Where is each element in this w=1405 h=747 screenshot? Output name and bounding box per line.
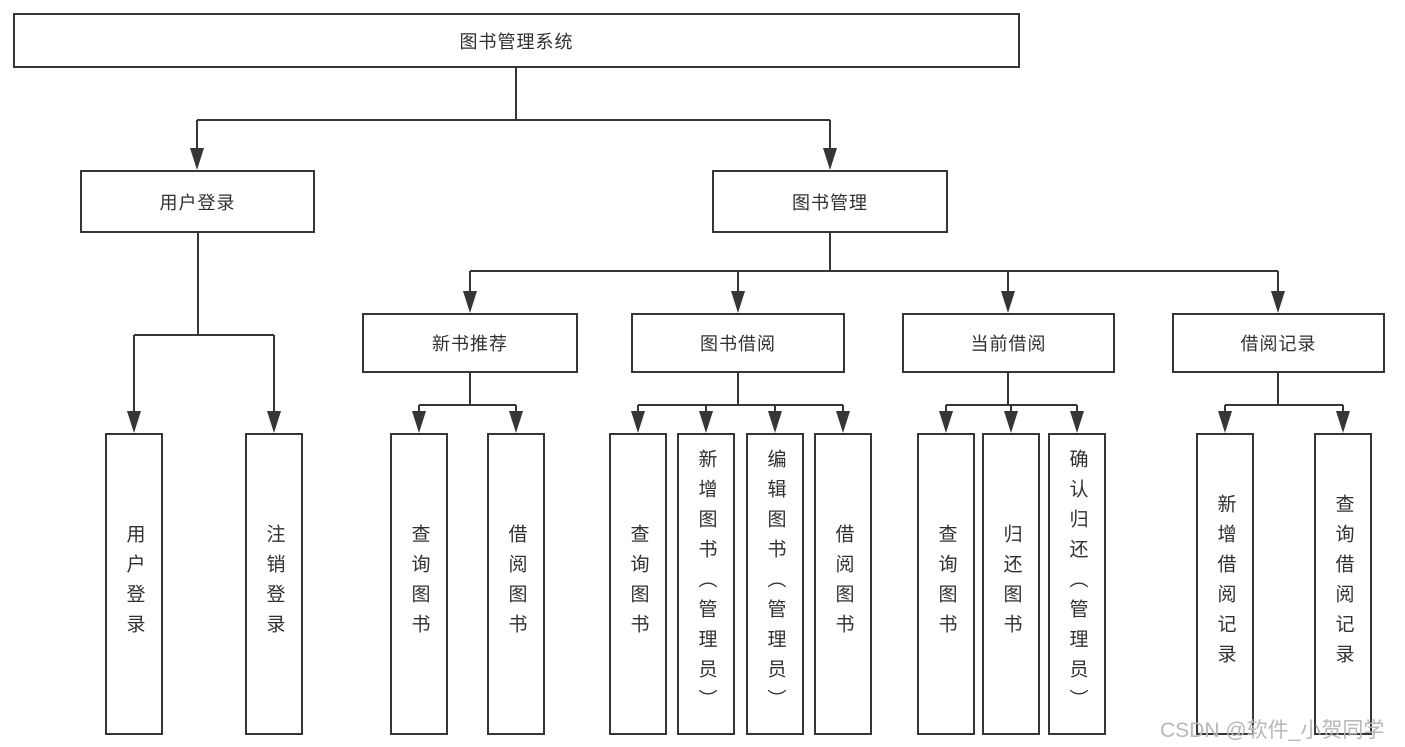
watermark: CSDN @软件_小贺同学	[1160, 719, 1385, 742]
leaf-confirm-return-admin-label: 确认归还（管理员）	[1066, 449, 1088, 719]
leaf-query-books-recommend: 查询图书	[390, 433, 448, 735]
node-book-management-label: 图书管理	[792, 192, 868, 213]
leaf-query-books-current-label: 查询图书	[935, 524, 957, 644]
leaf-query-books-borrowing: 查询图书	[609, 433, 667, 735]
leaf-edit-book-admin-label: 编辑图书（管理员）	[764, 449, 786, 719]
node-new-book-recommend: 新书推荐	[362, 313, 578, 373]
leaf-borrow-books-recommend: 借阅图书	[487, 433, 545, 735]
leaf-borrow-books-borrowing: 借阅图书	[814, 433, 872, 735]
node-borrowing-records: 借阅记录	[1172, 313, 1385, 373]
node-new-book-recommend-label: 新书推荐	[432, 334, 508, 354]
node-current-borrowing-label: 当前借阅	[970, 334, 1047, 354]
leaf-user-login: 用户登录	[105, 433, 163, 735]
leaf-borrow-books-recommend-label: 借阅图书	[505, 524, 527, 644]
leaf-return-books-label: 归还图书	[1000, 524, 1022, 644]
node-library-system: 图书管理系统	[13, 13, 1020, 68]
leaf-user-login-label: 用户登录	[123, 524, 145, 644]
leaf-query-borrow-record: 查询借阅记录	[1314, 433, 1372, 735]
node-book-management: 图书管理	[712, 170, 948, 233]
leaf-edit-book-admin: 编辑图书（管理员）	[746, 433, 804, 735]
leaf-add-book-admin: 新增图书（管理员）	[677, 433, 735, 735]
leaf-query-books-recommend-label: 查询图书	[408, 524, 430, 644]
leaf-logout-label: 注销登录	[263, 524, 285, 644]
node-user-login: 用户登录	[80, 170, 315, 233]
leaf-borrow-books-borrowing-label: 借阅图书	[832, 524, 854, 644]
node-borrowing-records-label: 借阅记录	[1240, 334, 1317, 354]
leaf-query-borrow-record-label: 查询借阅记录	[1332, 494, 1354, 674]
node-current-borrowing: 当前借阅	[902, 313, 1115, 373]
node-user-login-label: 用户登录	[159, 192, 236, 213]
leaf-return-books: 归还图书	[982, 433, 1040, 735]
leaf-add-borrow-record: 新增借阅记录	[1196, 433, 1254, 735]
leaf-add-borrow-record-label: 新增借阅记录	[1214, 494, 1236, 674]
node-book-borrowing: 图书借阅	[631, 313, 845, 373]
leaf-add-book-admin-label: 新增图书（管理员）	[695, 449, 717, 719]
node-book-borrowing-label: 图书借阅	[700, 334, 776, 354]
leaf-logout: 注销登录	[245, 433, 303, 735]
leaf-confirm-return-admin: 确认归还（管理员）	[1048, 433, 1106, 735]
node-library-system-label: 图书管理系统	[459, 31, 574, 52]
leaf-query-books-current: 查询图书	[917, 433, 975, 735]
leaf-query-books-borrowing-label: 查询图书	[627, 524, 649, 644]
